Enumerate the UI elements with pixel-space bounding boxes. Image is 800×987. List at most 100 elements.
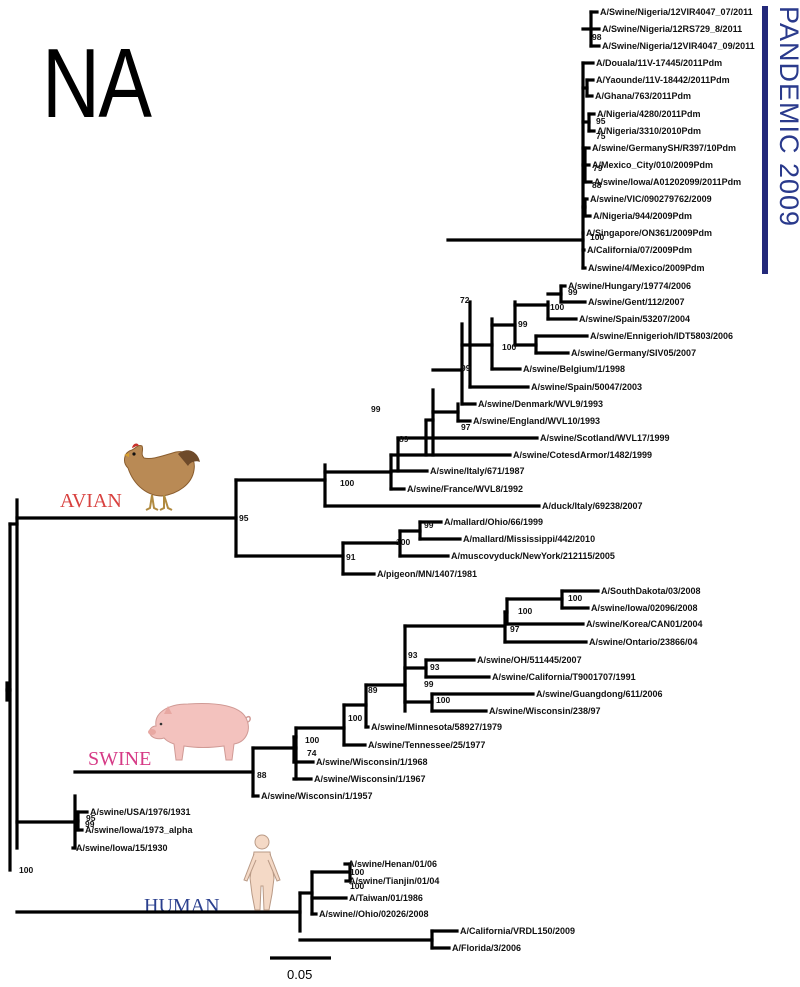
leaf-label: A/swine/Guangdong/611/2006 (536, 689, 663, 699)
bootstrap-value: 100 (518, 606, 532, 616)
leaf-label: A/Florida/3/2006 (452, 943, 521, 953)
bootstrap-value: 89 (399, 434, 409, 444)
bootstrap-value: 97 (510, 624, 520, 634)
leaf-label: A/swine/Wisconsin/1/1968 (316, 757, 427, 767)
bootstrap-value: 93 (408, 650, 418, 660)
bootstrap-value: 100 (396, 537, 410, 547)
leaf-label: A/swine/Wisconsin/1/1967 (314, 774, 425, 784)
human-figure-icon (243, 834, 281, 911)
leaf-label: A/swine/Spain/53207/2004 (579, 314, 690, 324)
leaf-label: A/swine/California/T9001707/1991 (492, 672, 636, 682)
leaf-label: A/swine/Spain/50047/2003 (531, 382, 642, 392)
bootstrap-value: 100 (350, 867, 364, 877)
bootstrap-value: 99 (518, 319, 528, 329)
bootstrap-value: 88 (257, 770, 267, 780)
leaf-label: A/swine/France/WVL8/1992 (407, 484, 523, 494)
leaf-label: A/swine/Wisconsin/1/1957 (261, 791, 372, 801)
leaf-label: A/swine//Ohio/02026/2008 (319, 909, 429, 919)
bootstrap-value: 100 (19, 865, 33, 875)
leaf-label: A/swine/Germany/SIV05/2007 (571, 348, 696, 358)
leaf-label: A/Swine/Nigeria/12VIR4047_07/2011 (600, 7, 753, 17)
leaf-label: A/muscovyduck/NewYork/212115/2005 (451, 551, 615, 561)
leaf-label: A/swine/Wisconsin/238/97 (489, 706, 600, 716)
bootstrap-value: 100 (436, 695, 450, 705)
leaf-label: A/Nigeria/3310/2010Pdm (597, 126, 701, 136)
bootstrap-value: 91 (346, 552, 356, 562)
leaf-label: A/SouthDakota/03/2008 (601, 586, 701, 596)
bootstrap-value: 100 (568, 593, 582, 603)
leaf-label: A/swine/USA/1976/1931 (90, 807, 191, 817)
leaf-label: A/duck/Italy/69238/2007 (542, 501, 643, 511)
leaf-label: A/swine/Minnesota/58927/1979 (371, 722, 502, 732)
bootstrap-value: 100 (590, 232, 604, 242)
leaf-label: A/swine/Ontario/23866/04 (589, 637, 698, 647)
leaf-label: A/Swine/Nigeria/12VIR4047_09/2011 (602, 41, 755, 51)
bootstrap-value: 99 (85, 819, 95, 829)
leaf-label: A/mallard/Ohio/66/1999 (444, 517, 543, 527)
leaf-label: A/swine/England/WVL10/1993 (473, 416, 600, 426)
leaf-label: A/Yaounde/11V-18442/2011Pdm (596, 75, 730, 85)
leaf-label: A/swine/CotesdArmor/1482/1999 (513, 450, 652, 460)
tree-edges (5, 10, 601, 950)
scale-bar-label: 0.05 (287, 967, 313, 982)
bootstrap-value: 99 (424, 679, 434, 689)
leaf-label: A/swine/Tennessee/25/1977 (368, 740, 485, 750)
leaf-label: A/swine/Iowa/02096/2008 (591, 603, 698, 613)
leaf-label: A/Ghana/763/2011Pdm (595, 91, 691, 101)
leaf-label: A/swine/Gent/112/2007 (588, 297, 685, 307)
avian-group-label: AVIAN (60, 490, 122, 512)
leaf-label: A/swine/Scotland/WVL17/1999 (540, 433, 670, 443)
bootstrap-value: 95 (86, 813, 96, 823)
leaf-label: A/swine/Ennigerioh/IDT5803/2006 (590, 331, 733, 341)
leaf-label: A/swine/Korea/CAN01/2004 (586, 619, 703, 629)
leaf-label: A/swine/Iowa/A01202099/2011Pdm (594, 177, 741, 187)
bootstrap-value: 100 (502, 342, 516, 352)
bootstrap-labels: 9895757988100729910099100999789991009599… (19, 32, 606, 891)
leaf-label: A/Taiwan/01/1986 (349, 893, 423, 903)
bootstrap-value: 99 (461, 363, 471, 373)
leaf-label: A/swine/Denmark/WVL9/1993 (478, 399, 603, 409)
pig-icon (148, 703, 251, 761)
bootstrap-value: 79 (593, 163, 603, 173)
bootstrap-value: 95 (239, 513, 249, 523)
leaf-label: A/swine/OH/511445/2007 (477, 655, 582, 665)
bootstrap-value: 100 (340, 478, 354, 488)
leaf-label: A/swine/Iowa/15/1930 (76, 843, 168, 853)
bootstrap-value: 100 (348, 713, 362, 723)
leaf-label: A/swine/Hungary/19774/2006 (568, 281, 691, 291)
leaf-label: A/California/07/2009Pdm (587, 245, 692, 255)
bootstrap-value: 100 (350, 881, 364, 891)
leaf-label: A/swine/Tianjin/01/04 (349, 876, 439, 886)
bootstrap-value: 93 (430, 662, 440, 672)
bootstrap-value: 99 (568, 287, 578, 297)
bootstrap-value: 75 (596, 131, 606, 141)
leaf-label: A/swine/Henan/01/06 (348, 859, 437, 869)
leaf-labels: A/Swine/Nigeria/12VIR4047_07/2011A/Swine… (76, 7, 755, 953)
pandemic-clade-bar (762, 6, 768, 274)
leaf-label: A/swine/GermanySH/R397/10Pdm (592, 143, 736, 153)
leaf-label: A/swine/Iowa/1973_alpha (85, 825, 194, 835)
bootstrap-value: 100 (305, 735, 319, 745)
bootstrap-value: 88 (592, 180, 602, 190)
leaf-label: A/Nigeria/4280/2011Pdm (597, 109, 701, 119)
leaf-label: A/Singapore/ON361/2009Pdm (586, 228, 712, 238)
bootstrap-value: 100 (550, 302, 564, 312)
bootstrap-value: 97 (461, 422, 471, 432)
swine-group-label: SWINE (88, 748, 152, 770)
figure-title: NA (42, 28, 152, 138)
leaf-label: A/swine/Italy/671/1987 (430, 466, 525, 476)
leaf-label: A/Mexico_City/010/2009Pdm (592, 160, 713, 170)
leaf-label: A/pigeon/MN/1407/1981 (377, 569, 477, 579)
bootstrap-value: 98 (592, 32, 602, 42)
leaf-label: A/Swine/Nigeria/12RS729_8/2011 (602, 24, 742, 34)
leaf-label: A/mallard/Mississippi/442/2010 (463, 534, 595, 544)
leaf-label: A/Douala/11V-17445/2011Pdm (596, 58, 722, 68)
pandemic-label: PANDEMIC 2009 (774, 6, 800, 228)
bootstrap-value: 99 (371, 404, 381, 414)
bootstrap-value: 74 (307, 748, 317, 758)
bootstrap-value: 99 (424, 520, 434, 530)
leaf-label: A/swine/4/Mexico/2009Pdm (588, 263, 705, 273)
leaf-label: A/California/VRDL150/2009 (460, 926, 575, 936)
